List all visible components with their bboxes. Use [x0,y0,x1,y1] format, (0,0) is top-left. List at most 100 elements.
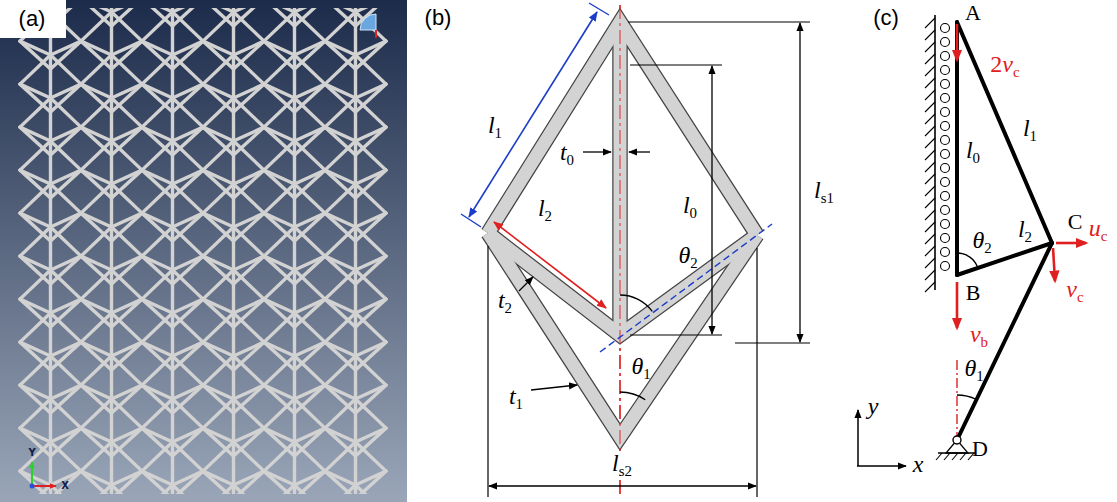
roller-wall [925,15,950,292]
lattice-strut [142,399,173,428]
lattice-strut [112,127,143,155]
lattice-strut [264,213,295,241]
lattice-strut [171,270,174,313]
symbol: l [488,112,495,138]
lattice-strut [173,299,204,327]
dimension-label: l2 [538,196,552,220]
lattice-strut [112,55,143,84]
lattice-strut [51,141,82,170]
angle-arc [957,395,977,400]
lattice-strut [295,356,326,385]
angle-label: θ2 [678,243,697,267]
roller [941,248,950,257]
roller [941,66,950,75]
lattice-strut [293,98,296,141]
symbol: l [1023,115,1030,141]
lattice-strut [293,12,296,55]
lattice-strut [295,299,326,327]
lattice-strut [264,385,295,413]
viewport-background [0,0,407,502]
lattice-strut [203,385,234,413]
lattice-strut [81,399,112,428]
lattice-strut [142,141,173,170]
lattice-strut [142,385,173,413]
lattice-strut [356,127,387,155]
lattice-strut [81,41,112,69]
wall-hatch [925,54,935,64]
lattice-strut [81,84,112,112]
lattice-strut [142,84,173,112]
roller [941,52,950,61]
lattice-strut [51,270,82,299]
lattice-strut [51,442,82,471]
lattice-strut [203,428,234,456]
lattice-strut [325,442,356,471]
lattice-strut [295,184,326,213]
member-label: l0 [966,138,980,162]
roller [941,94,950,103]
lattice-strut [203,342,234,370]
subscript: s2 [619,463,632,479]
lattice-strut [81,141,112,170]
lattice-strut [110,55,113,98]
subscript: 1 [516,396,523,412]
symbol: y [868,393,879,419]
lattice-strut [295,399,326,428]
lattice-strut [234,385,265,413]
lattice-strut [325,270,356,299]
symbol: u [1089,215,1101,241]
support-hatch [936,453,974,460]
strut-fill [488,22,757,437]
lattice-strut [81,385,112,413]
symbol: v [1066,276,1077,302]
t2-arrow [519,277,533,291]
l0-dimension [711,66,712,334]
wall-hatch [925,90,935,100]
member-label: l2 [1018,217,1032,241]
lattice-strut [325,256,356,284]
lattice-strut [81,184,112,213]
member-label: l1 [1023,116,1037,140]
l2-dimension [494,222,606,308]
lattice-strut [81,256,112,284]
wall-hatch [925,66,935,76]
lattice-strut [110,442,113,485]
lattice-strut [173,55,204,84]
lattice-strut [264,428,295,456]
dimension-label: t0 [560,140,574,164]
roller [941,108,950,117]
lattice-strut [234,127,265,155]
lattice-strut [295,385,326,413]
lattice-strut [112,227,143,256]
lattice-strut [20,55,51,84]
lattice-strut [293,270,296,313]
lattice-strut [295,41,326,69]
lattice-strut [51,385,82,413]
lattice-strut [295,12,326,41]
lattice-strut [20,213,51,241]
dimension-label: ls1 [814,178,834,202]
symbol: l [538,195,545,221]
lattice-strut [264,342,295,370]
panel-label: (b) [425,7,452,29]
lattice-strut [264,184,295,213]
lattice-strut [110,227,113,270]
lattice-strut [112,270,143,299]
lattice-strut [203,84,234,112]
lattice-strut [173,98,204,127]
symmetry-axis-overlay [619,5,620,498]
lattice-strut [234,12,265,41]
lattice-strut [264,299,295,327]
wall-hatch [925,210,935,220]
lattice-strut [112,12,143,41]
dimension-label: t2 [498,288,512,312]
symbol: t [509,383,516,409]
wall-hatch [925,174,935,184]
lattice-strut [49,270,52,313]
subscript: c [1077,289,1084,305]
lattice-strut [234,256,265,284]
angle-arc [957,253,978,268]
lattice-strut [142,213,173,241]
lattice-strut [293,227,296,270]
lattice-strut [354,356,357,399]
